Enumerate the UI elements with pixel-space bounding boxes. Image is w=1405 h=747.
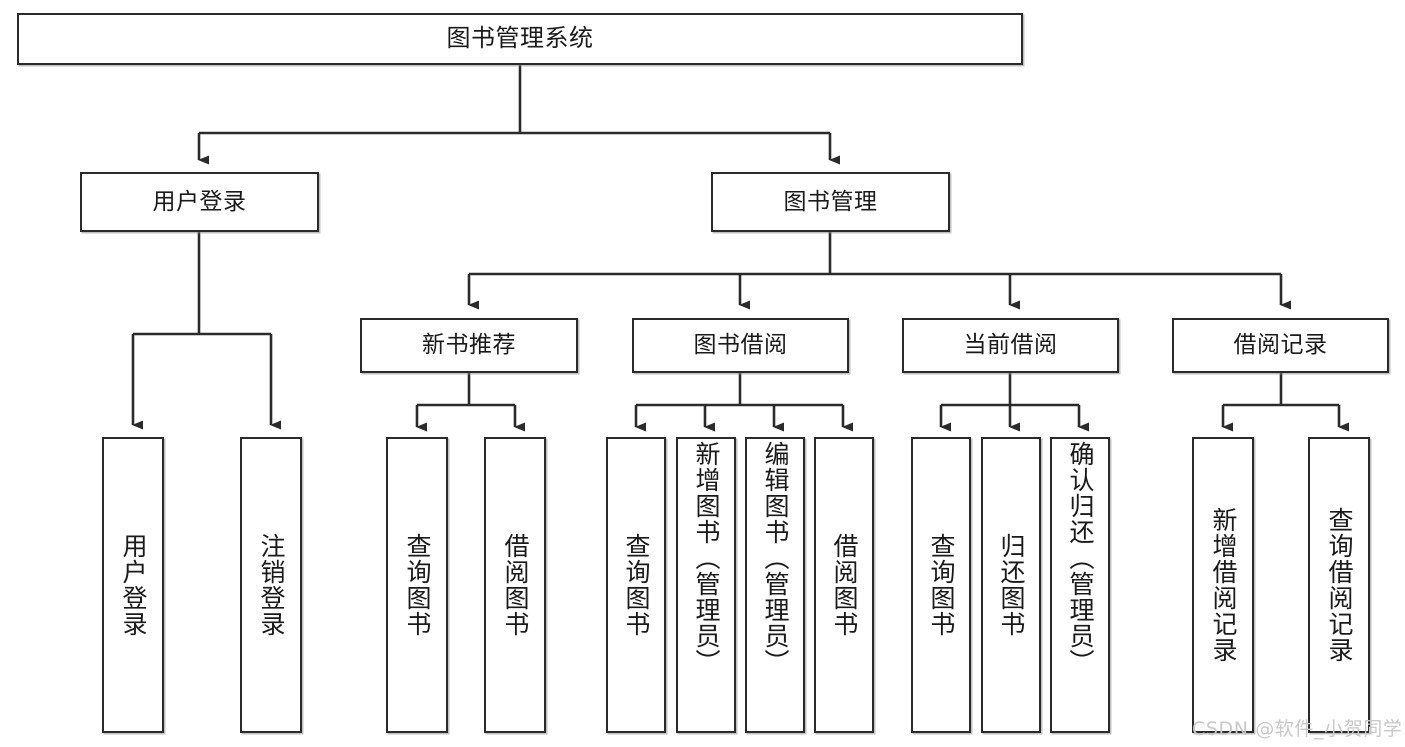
- leaf-query-record[interactable]: 查询借阅记录: [1308, 437, 1370, 733]
- node-label: 查询图书: [927, 533, 956, 637]
- leaf-confirm-return[interactable]: 确认归还（管理员）: [1050, 437, 1110, 733]
- node-book-borrow[interactable]: 图书借阅: [632, 318, 849, 373]
- node-label: 借阅图书: [830, 533, 859, 637]
- node-label: 确认归还（管理员）: [1066, 441, 1095, 675]
- leaf-add-record[interactable]: 新增借阅记录: [1192, 437, 1254, 733]
- node-label: 借阅图书: [501, 533, 530, 637]
- leaf-query-book-3[interactable]: 查询图书: [911, 437, 971, 733]
- node-label: 注销登录: [257, 533, 286, 637]
- node-label: 图书管理系统: [446, 24, 594, 53]
- leaf-borrow-book-1[interactable]: 借阅图书: [484, 437, 546, 733]
- node-label: 查询图书: [622, 533, 651, 637]
- node-label: 查询图书: [403, 533, 432, 637]
- node-label: 图书借阅: [693, 332, 788, 359]
- leaf-user-login[interactable]: 用户登录: [102, 437, 164, 733]
- csdn-watermark: CSDN @软件_小贺同学: [1192, 718, 1403, 740]
- node-label: 新书推荐: [422, 332, 516, 359]
- leaf-user-logout[interactable]: 注销登录: [240, 437, 302, 733]
- leaf-add-book[interactable]: 新增图书（管理员）: [676, 437, 736, 733]
- node-label: 借阅记录: [1233, 332, 1328, 359]
- node-label: 归还图书: [997, 533, 1026, 637]
- leaf-return-book[interactable]: 归还图书: [981, 437, 1041, 733]
- node-new-book-recommend[interactable]: 新书推荐: [360, 318, 578, 373]
- leaf-borrow-book-2[interactable]: 借阅图书: [814, 437, 874, 733]
- leaf-edit-book[interactable]: 编辑图书（管理员）: [745, 437, 805, 733]
- node-label: 编辑图书（管理员）: [761, 441, 790, 675]
- node-label: 新增图书（管理员）: [692, 441, 721, 675]
- node-label: 当前借阅: [963, 332, 1058, 359]
- node-label: 新增借阅记录: [1209, 507, 1238, 663]
- node-book-management[interactable]: 图书管理: [711, 172, 950, 232]
- node-root-book-management-system[interactable]: 图书管理系统: [17, 13, 1023, 65]
- leaf-query-book-1[interactable]: 查询图书: [386, 437, 448, 733]
- node-label: 用户登录: [119, 533, 148, 637]
- node-current-borrow[interactable]: 当前借阅: [902, 318, 1119, 373]
- leaf-query-book-2[interactable]: 查询图书: [606, 437, 666, 733]
- node-label: 图书管理: [783, 188, 878, 215]
- node-borrow-record[interactable]: 借阅记录: [1172, 318, 1389, 373]
- node-label: 查询借阅记录: [1325, 507, 1354, 663]
- node-user-login[interactable]: 用户登录: [80, 172, 319, 232]
- node-label: 用户登录: [152, 188, 247, 215]
